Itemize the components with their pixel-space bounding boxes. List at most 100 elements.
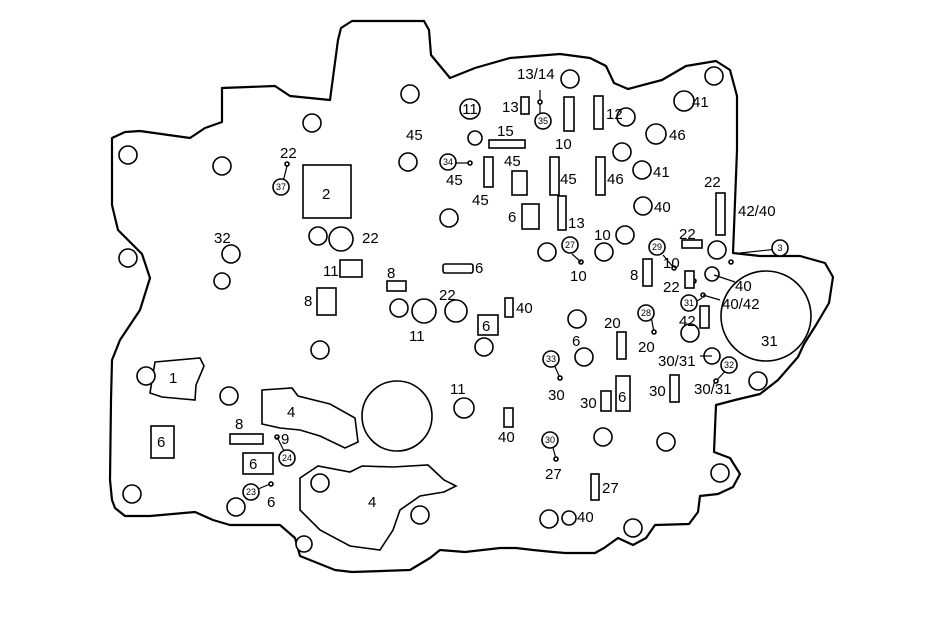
part-number-label: 28 (641, 308, 651, 318)
part-number-label: 40/42 (722, 296, 760, 313)
cavity-6-right (615, 375, 631, 412)
checkball-24: 24 (278, 449, 296, 467)
part-number-label: 23 (246, 487, 256, 497)
valve-body-outline (108, 19, 835, 574)
part-number-label: 40 (735, 278, 752, 295)
part-number-label: 6 (267, 494, 275, 511)
slots (229, 95, 726, 501)
part-number-label: 46 (607, 171, 624, 188)
part-number-label: 10 (663, 255, 680, 272)
part-number-label: 22 (704, 174, 721, 191)
part-number-label: 11 (462, 101, 478, 118)
part-number-label: 27 (602, 480, 619, 497)
checkball-27: 27 (561, 236, 579, 254)
part-number-label: 45 (560, 171, 577, 188)
part-number-label: 10 (555, 136, 572, 153)
part-number-label: 11 (409, 328, 425, 345)
part-number-label: 8 (235, 416, 243, 433)
checkball-28: 28 (637, 304, 655, 322)
part-number-label: 2 (322, 186, 330, 203)
part-number-label: 24 (282, 453, 292, 463)
part-number-label: 30 (545, 435, 555, 445)
cavity-6-left (150, 425, 175, 459)
part-number-label: 40 (577, 509, 594, 526)
checkball-33: 33 (542, 350, 560, 368)
part-number-label: 8 (304, 293, 312, 310)
part-number-label: 3 (777, 243, 782, 253)
part-number-label: 6 (482, 318, 490, 335)
part-number-label: 45 (446, 172, 463, 189)
checkball-3: 3 (771, 239, 789, 257)
part-number-label: 6 (572, 333, 580, 350)
part-number-label: 10 (594, 227, 611, 244)
part-number-label: 22 (663, 279, 680, 296)
part-number-label: 42/40 (738, 203, 776, 220)
part-number-label: 31 (761, 333, 778, 350)
cavity-6-mid (477, 314, 499, 336)
part-labels: 13/14 41 13 12 45 15 46 22 10 45 45 45 4… (157, 66, 778, 526)
checkball-markers: 37 34 35 27 29 3 28 31 33 32 30 24 23 11 (242, 98, 789, 501)
part-number-label: 6 (475, 260, 483, 277)
part-number-label: 11 (323, 263, 339, 280)
part-number-label: 45 (406, 127, 423, 144)
part-number-label: 32 (724, 360, 734, 370)
part-number-label: 20 (638, 339, 655, 356)
part-number-label: 42 (679, 313, 696, 330)
part-number-label: 30 (580, 395, 597, 412)
part-number-label: 40 (498, 429, 515, 446)
part-number-label: 30/31 (658, 353, 696, 370)
part-number-label: 13 (568, 215, 585, 232)
part-number-label: 41 (692, 94, 709, 111)
part-number-label: 30 (649, 383, 666, 400)
checkball-32: 32 (720, 356, 738, 374)
part-number-label: 20 (604, 315, 621, 332)
part-number-label: 30 (548, 387, 565, 404)
part-number-label: 9 (281, 431, 289, 448)
central-bore (361, 380, 433, 452)
part-number-label: 32 (214, 230, 231, 247)
checkball-35: 35 (534, 112, 552, 130)
checkball-23: 23 (242, 483, 260, 501)
checkball-37: 37 (272, 178, 290, 196)
part-number-label: 15 (497, 123, 514, 140)
part-number-label: 13 (502, 99, 519, 116)
part-number-label: 4 (287, 404, 295, 421)
part-number-label: 10 (570, 268, 587, 285)
part-number-label: 6 (618, 389, 626, 406)
part-number-label: 33 (546, 354, 556, 364)
part-number-label: 37 (276, 182, 286, 192)
checkball-30: 30 (541, 431, 559, 449)
part-number-label: 45 (472, 192, 489, 209)
accumulator-bore (720, 270, 812, 362)
cavity-4-upper (261, 387, 359, 449)
part-number-label: 6 (249, 456, 257, 473)
part-number-label: 22 (280, 145, 297, 162)
part-number-label: 35 (538, 116, 548, 126)
part-number-label: 11 (450, 381, 466, 398)
part-number-label: 27 (565, 240, 575, 250)
cavity-2 (302, 164, 352, 219)
part-number-label: 45 (504, 153, 521, 170)
part-number-label: 40 (654, 199, 671, 216)
part-number-label: 29 (652, 242, 662, 252)
checkball-29: 29 (648, 238, 666, 256)
checkball-34: 34 (439, 153, 457, 171)
part-number-label: 22 (362, 230, 379, 247)
checkball-31: 31 (680, 294, 698, 312)
part-number-label: 4 (368, 494, 376, 511)
part-number-label: 40 (516, 300, 533, 317)
part-number-label: 30/31 (694, 381, 732, 398)
part-number-label: 6 (157, 434, 165, 451)
part-number-label: 13/14 (517, 66, 555, 83)
cavity-6-bottom (242, 452, 274, 475)
part-number-label: 22 (679, 226, 696, 243)
part-number-label: 6 (508, 209, 516, 226)
part-number-label: 34 (443, 157, 453, 167)
part-number-label: 12 (606, 106, 623, 123)
part-number-label: 8 (387, 265, 395, 282)
cavity-1 (149, 357, 205, 401)
part-number-label: 27 (545, 466, 562, 483)
part-number-label: 8 (630, 267, 638, 284)
part-number-label: 22 (439, 287, 456, 304)
